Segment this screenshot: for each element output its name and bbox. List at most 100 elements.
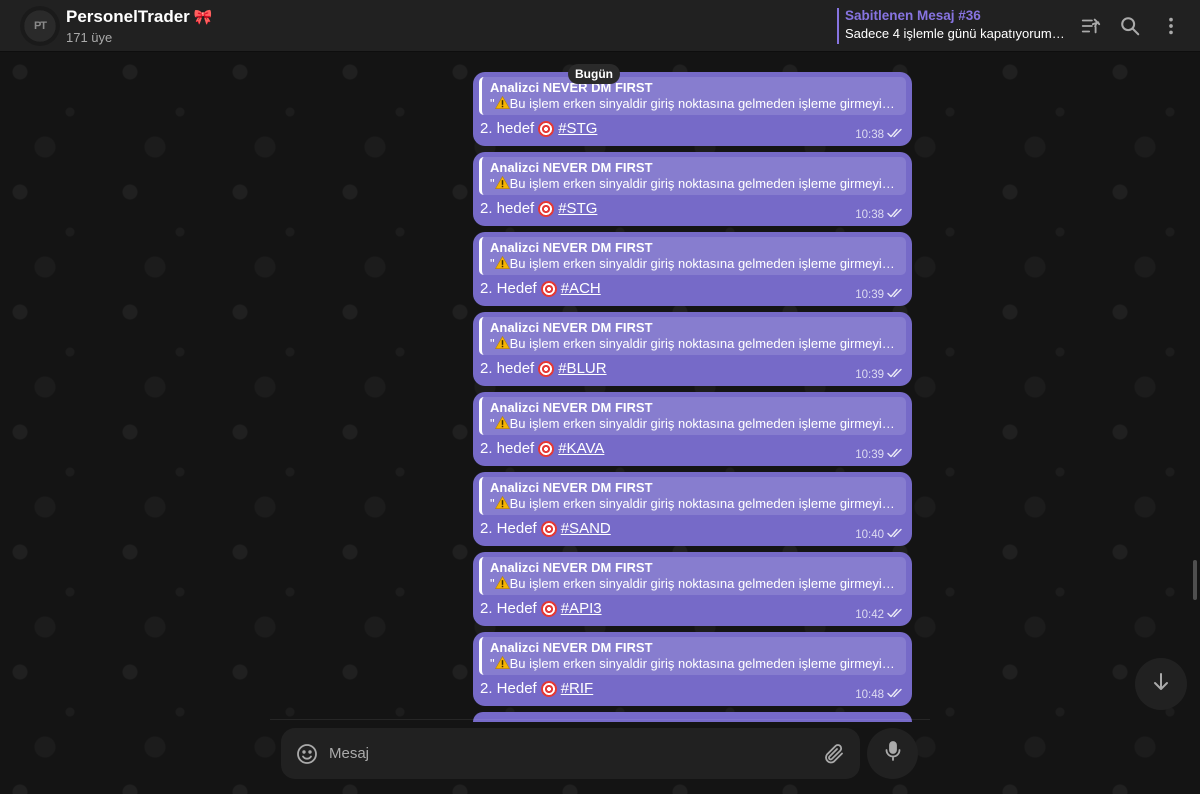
composer-divider: [270, 719, 930, 720]
double-check-icon: [887, 528, 904, 541]
hashtag-link[interactable]: #KAVA: [558, 440, 605, 457]
hashtag-link[interactable]: #STG: [558, 120, 598, 137]
target-icon: [540, 520, 557, 537]
hashtag-link[interactable]: #RIF: [560, 680, 594, 697]
message-bubble[interactable]: Analizci NEVER DM FIRST"Bu işlem erken s…: [473, 152, 912, 226]
message-text: 2. Hedef: [480, 280, 537, 297]
message-time: 10:42: [855, 608, 884, 621]
hashtag-link[interactable]: #API3: [560, 600, 602, 617]
chat-header: PT PersonelTrader 🎀 171 üye Sabitlenen M…: [0, 0, 1200, 52]
message-input[interactable]: [329, 738, 809, 768]
warning-icon: [494, 256, 510, 271]
channel-name: PersonelTrader: [66, 7, 190, 26]
target-icon: [538, 360, 555, 377]
reply-text: Bu işlem erken sinyaldir giriş noktasına…: [509, 336, 898, 351]
double-check-icon: [887, 128, 904, 141]
reply-text: Bu işlem erken sinyaldir giriş noktasına…: [509, 416, 898, 431]
reply-quote[interactable]: Analizci NEVER DM FIRST"Bu işlem erken s…: [479, 477, 906, 515]
reply-quote[interactable]: Analizci NEVER DM FIRST"Bu işlem erken s…: [479, 557, 906, 595]
mic-icon: [881, 739, 905, 768]
double-check-icon: [887, 608, 904, 621]
search-icon[interactable]: [1118, 14, 1142, 38]
message-time: 10:38: [855, 208, 884, 221]
message-bubble[interactable]: Analizci NEVER DM FIRST"Bu işlem erken s…: [473, 232, 912, 306]
attach-icon[interactable]: [822, 742, 846, 771]
reply-author: Analizci NEVER DM FIRST: [490, 560, 653, 575]
warning-icon: [494, 96, 510, 111]
pinned-message-text: Sadece 4 işlemle günü kapatıyorum. Ve bu…: [845, 26, 1065, 41]
double-check-icon: [887, 208, 904, 221]
pinned-message-bar[interactable]: Sabitlenen Mesaj #36 Sadece 4 işlemle gü…: [837, 8, 1065, 44]
emoji-icon[interactable]: [295, 742, 319, 771]
message-meta: 10:39: [855, 368, 904, 381]
reply-text: Bu işlem erken sinyaldir giriş noktasına…: [509, 656, 898, 671]
hashtag-link[interactable]: #BLUR: [558, 360, 607, 377]
warning-icon: [494, 416, 510, 431]
target-icon: [538, 120, 555, 137]
warning-icon: [494, 336, 510, 351]
date-separator: Bugün: [568, 64, 620, 84]
voice-record-button[interactable]: [867, 728, 918, 779]
warning-icon: [494, 576, 510, 591]
reply-text: Bu işlem erken sinyaldir giriş noktasına…: [509, 176, 898, 191]
reply-text-line: "Bu işlem erken sinyaldir giriş noktasın…: [490, 656, 898, 671]
message-text-line: 2. Hedef #ACH: [480, 280, 601, 297]
reply-quote[interactable]: Analizci NEVER DM FIRST"Bu işlem erken s…: [479, 637, 906, 675]
message-bubble[interactable]: Analizci NEVER DM FIRST"Bu işlem erken s…: [473, 312, 912, 386]
double-check-icon: [887, 688, 904, 701]
message-time: 10:39: [855, 288, 884, 301]
message-meta: 10:39: [855, 448, 904, 461]
more-icon[interactable]: [1159, 14, 1183, 38]
reply-text-line: "Bu işlem erken sinyaldir giriş noktasın…: [490, 176, 898, 191]
reply-quote[interactable]: Analizci NEVER DM FIRST"Bu işlem erken s…: [479, 77, 906, 115]
reply-quote[interactable]: Analizci NEVER DM FIRST"Bu işlem erken s…: [479, 237, 906, 275]
reply-text: Bu işlem erken sinyaldir giriş noktasına…: [509, 576, 898, 591]
reply-text: Bu işlem erken sinyaldir giriş noktasına…: [509, 256, 898, 271]
reply-text-line: "Bu işlem erken sinyaldir giriş noktasın…: [490, 496, 898, 511]
next-message-bubble: [473, 712, 912, 722]
message-bubble[interactable]: Analizci NEVER DM FIRST"Bu işlem erken s…: [473, 632, 912, 706]
message-time: 10:48: [855, 688, 884, 701]
message-text-line: 2. hedef#STG: [480, 120, 597, 137]
bow-emoji: 🎀: [193, 9, 213, 26]
target-icon: [540, 600, 557, 617]
message-meta: 10:48: [855, 688, 904, 701]
message-time: 10:39: [855, 448, 884, 461]
message-bubble[interactable]: Analizci NEVER DM FIRST"Bu işlem erken s…: [473, 392, 912, 466]
message-time: 10:38: [855, 128, 884, 141]
reply-text-line: "Bu işlem erken sinyaldir giriş noktasın…: [490, 336, 898, 351]
reply-author: Analizci NEVER DM FIRST: [490, 480, 653, 495]
pinned-message-title: Sabitlenen Mesaj #36: [845, 8, 981, 23]
message-text: 2. hedef: [480, 200, 535, 217]
reply-quote[interactable]: Analizci NEVER DM FIRST"Bu işlem erken s…: [479, 397, 906, 435]
message-bubble[interactable]: Analizci NEVER DM FIRST"Bu işlem erken s…: [473, 72, 912, 146]
message-text-line: 2. hedef #BLUR: [480, 360, 607, 377]
reply-quote[interactable]: Analizci NEVER DM FIRST"Bu işlem erken s…: [479, 157, 906, 195]
message-bubble[interactable]: Analizci NEVER DM FIRST"Bu işlem erken s…: [473, 472, 912, 546]
avatar[interactable]: PT: [20, 6, 60, 46]
message-meta: 10:40: [855, 528, 904, 541]
target-icon: [538, 200, 555, 217]
hashtag-link[interactable]: #STG: [558, 200, 598, 217]
message-meta: 10:42: [855, 608, 904, 621]
hashtag-link[interactable]: #ACH: [560, 280, 601, 297]
hashtag-link[interactable]: #SAND: [560, 520, 611, 537]
reply-author: Analizci NEVER DM FIRST: [490, 400, 653, 415]
message-time: 10:40: [855, 528, 884, 541]
message-text: 2. Hedef: [480, 600, 537, 617]
message-bubble[interactable]: Analizci NEVER DM FIRST"Bu işlem erken s…: [473, 552, 912, 626]
scrollbar[interactable]: [1193, 560, 1197, 600]
message-time: 10:39: [855, 368, 884, 381]
message-meta: 10:39: [855, 288, 904, 301]
message-text: 2. Hedef: [480, 680, 537, 697]
reply-author: Analizci NEVER DM FIRST: [490, 320, 653, 335]
pinned-list-icon[interactable]: [1079, 14, 1103, 38]
chat-info[interactable]: PersonelTrader 🎀 171 üye: [66, 7, 212, 45]
reply-author: Analizci NEVER DM FIRST: [490, 160, 653, 175]
message-meta: 10:38: [855, 208, 904, 221]
scroll-to-bottom-button[interactable]: [1135, 658, 1187, 710]
arrow-down-icon: [1149, 670, 1173, 699]
reply-quote[interactable]: Analizci NEVER DM FIRST"Bu işlem erken s…: [479, 317, 906, 355]
reply-text-line: "Bu işlem erken sinyaldir giriş noktasın…: [490, 416, 898, 431]
message-text: 2. hedef: [480, 360, 535, 377]
